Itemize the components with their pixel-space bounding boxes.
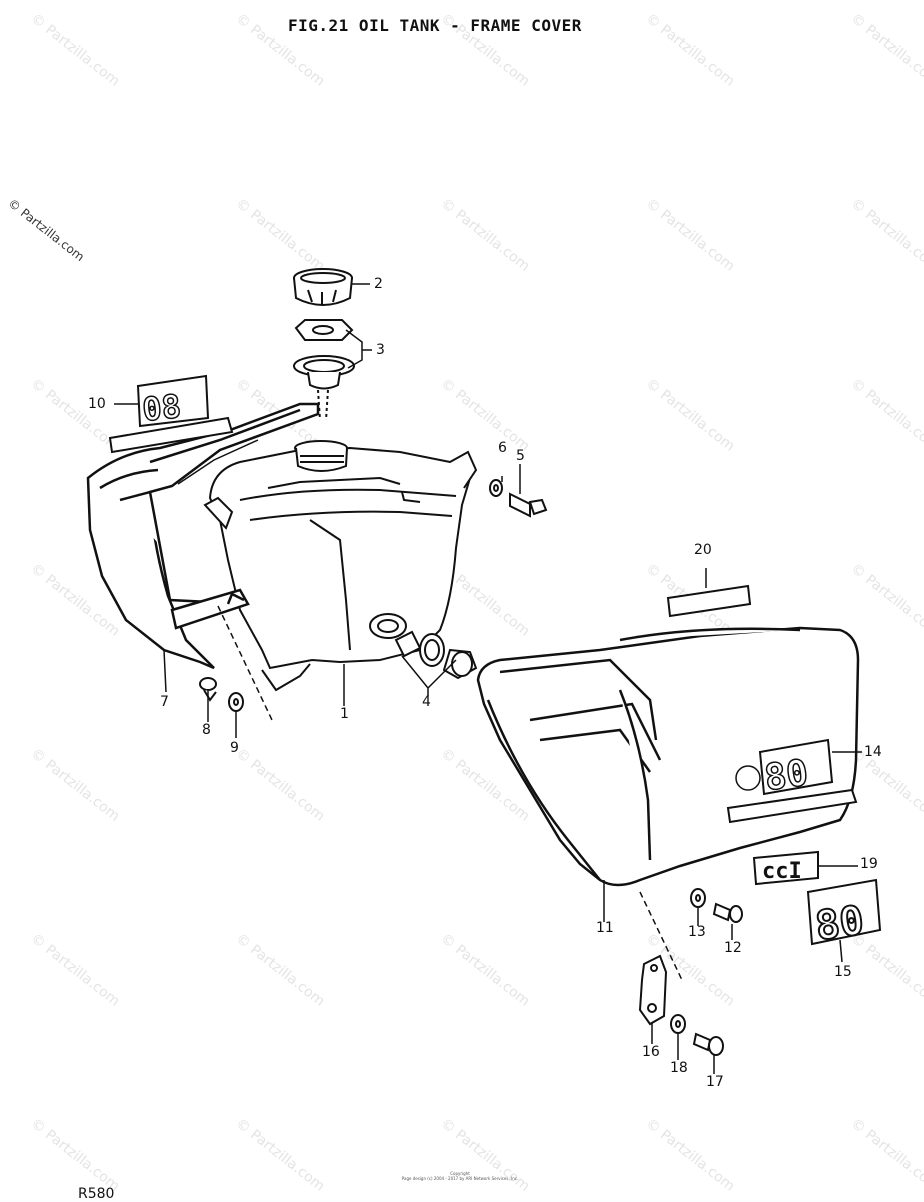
left-frame-cover-part-7 <box>86 402 320 670</box>
callout-5: 5 <box>516 448 525 464</box>
callout-9: 9 <box>230 740 239 756</box>
watermark-text: © Partzilla.com <box>438 1116 533 1195</box>
callout-19: 19 <box>860 856 878 872</box>
watermark-text: © Partzilla.com <box>438 931 533 1010</box>
callout-1: 1 <box>340 706 349 722</box>
callout-8: 8 <box>202 722 211 738</box>
watermark-text: © Partzilla.com <box>848 11 924 90</box>
watermark-text: © Partzilla.com <box>233 931 328 1010</box>
emblem-10-text: 08 <box>140 387 182 429</box>
watermark-text: © Partzilla.com <box>643 196 738 275</box>
watermark-text: © Partzilla.com <box>848 1116 924 1195</box>
callout-13: 13 <box>688 924 706 940</box>
emblem-part-14: 80 <box>726 738 858 824</box>
oil-tank-part-1 <box>203 440 478 692</box>
cap-gasket-part-3 <box>293 319 355 421</box>
emblem-14-text: 80 <box>762 753 811 800</box>
emblem-part-19: ccI <box>752 850 819 886</box>
callout-4: 4 <box>422 694 431 710</box>
right-frame-cover-part-11 <box>476 626 860 887</box>
watermark-text: © Partzilla.com <box>848 376 924 455</box>
footer-copyright: Copyright <box>450 1171 470 1176</box>
hose-fitting-part-4 <box>394 630 478 680</box>
watermark-text: © Partzilla.com <box>438 196 533 275</box>
watermark-text: © Partzilla.com <box>28 11 123 90</box>
callout-15: 15 <box>834 964 852 980</box>
watermark-text: © Partzilla.com <box>28 376 123 455</box>
bolt-part-12 <box>712 902 743 923</box>
watermark-text: © Partzilla.com <box>848 561 924 640</box>
page-code: R580 <box>78 1186 115 1202</box>
watermark-text: © Partzilla.com <box>233 1116 328 1195</box>
washer-part-6 <box>489 479 503 497</box>
callout-2: 2 <box>374 276 383 292</box>
washer-part-9 <box>228 692 244 712</box>
callout-12: 12 <box>724 940 742 956</box>
emblem-part-10: 08 <box>108 374 234 454</box>
washer-part-13 <box>690 888 706 908</box>
watermark-text: © Partzilla.com <box>848 196 924 275</box>
callout-20: 20 <box>694 542 712 558</box>
callout-3: 3 <box>376 342 385 358</box>
watermark-text: © Partzilla.com <box>848 746 924 825</box>
oil-cap-part-2 <box>293 268 353 306</box>
callout-7: 7 <box>160 694 169 710</box>
callout-18: 18 <box>670 1060 688 1076</box>
pad-part-20 <box>666 584 752 618</box>
watermark-text: © Partzilla.com <box>233 196 328 275</box>
watermark-text: © Partzilla.com <box>643 1116 738 1195</box>
figure-title: FIG.21 OIL TANK - FRAME COVER <box>288 16 582 35</box>
bolt-part-8 <box>199 677 217 702</box>
watermark-text: © Partzilla.com <box>643 376 738 455</box>
footer-page-design: Page design (c) 2004 - 2017 by ARI Netwo… <box>401 1176 519 1181</box>
callout-16: 16 <box>642 1044 660 1060</box>
callout-14: 14 <box>864 744 882 760</box>
bolt-part-17 <box>692 1032 724 1056</box>
leader-lines <box>114 283 862 1074</box>
callout-6: 6 <box>498 440 507 456</box>
watermark-text: © Partzilla.com <box>438 376 533 455</box>
callout-11: 11 <box>596 920 614 936</box>
callout-10: 10 <box>88 396 106 412</box>
callout-17: 17 <box>706 1074 724 1090</box>
bracket-part-16 <box>638 954 668 1026</box>
washer-part-18 <box>670 1014 686 1034</box>
watermark-text: © Partzilla.com <box>28 746 123 825</box>
watermark-text: © Partzilla.com <box>28 931 123 1010</box>
emblem-19-text: ccI <box>762 859 802 884</box>
bolt-part-5 <box>509 492 548 518</box>
watermark-text: © Partzilla.com <box>28 1116 123 1195</box>
watermark-text: © Partzilla.com <box>233 746 328 825</box>
watermark-text: © Partzilla.com <box>643 11 738 90</box>
